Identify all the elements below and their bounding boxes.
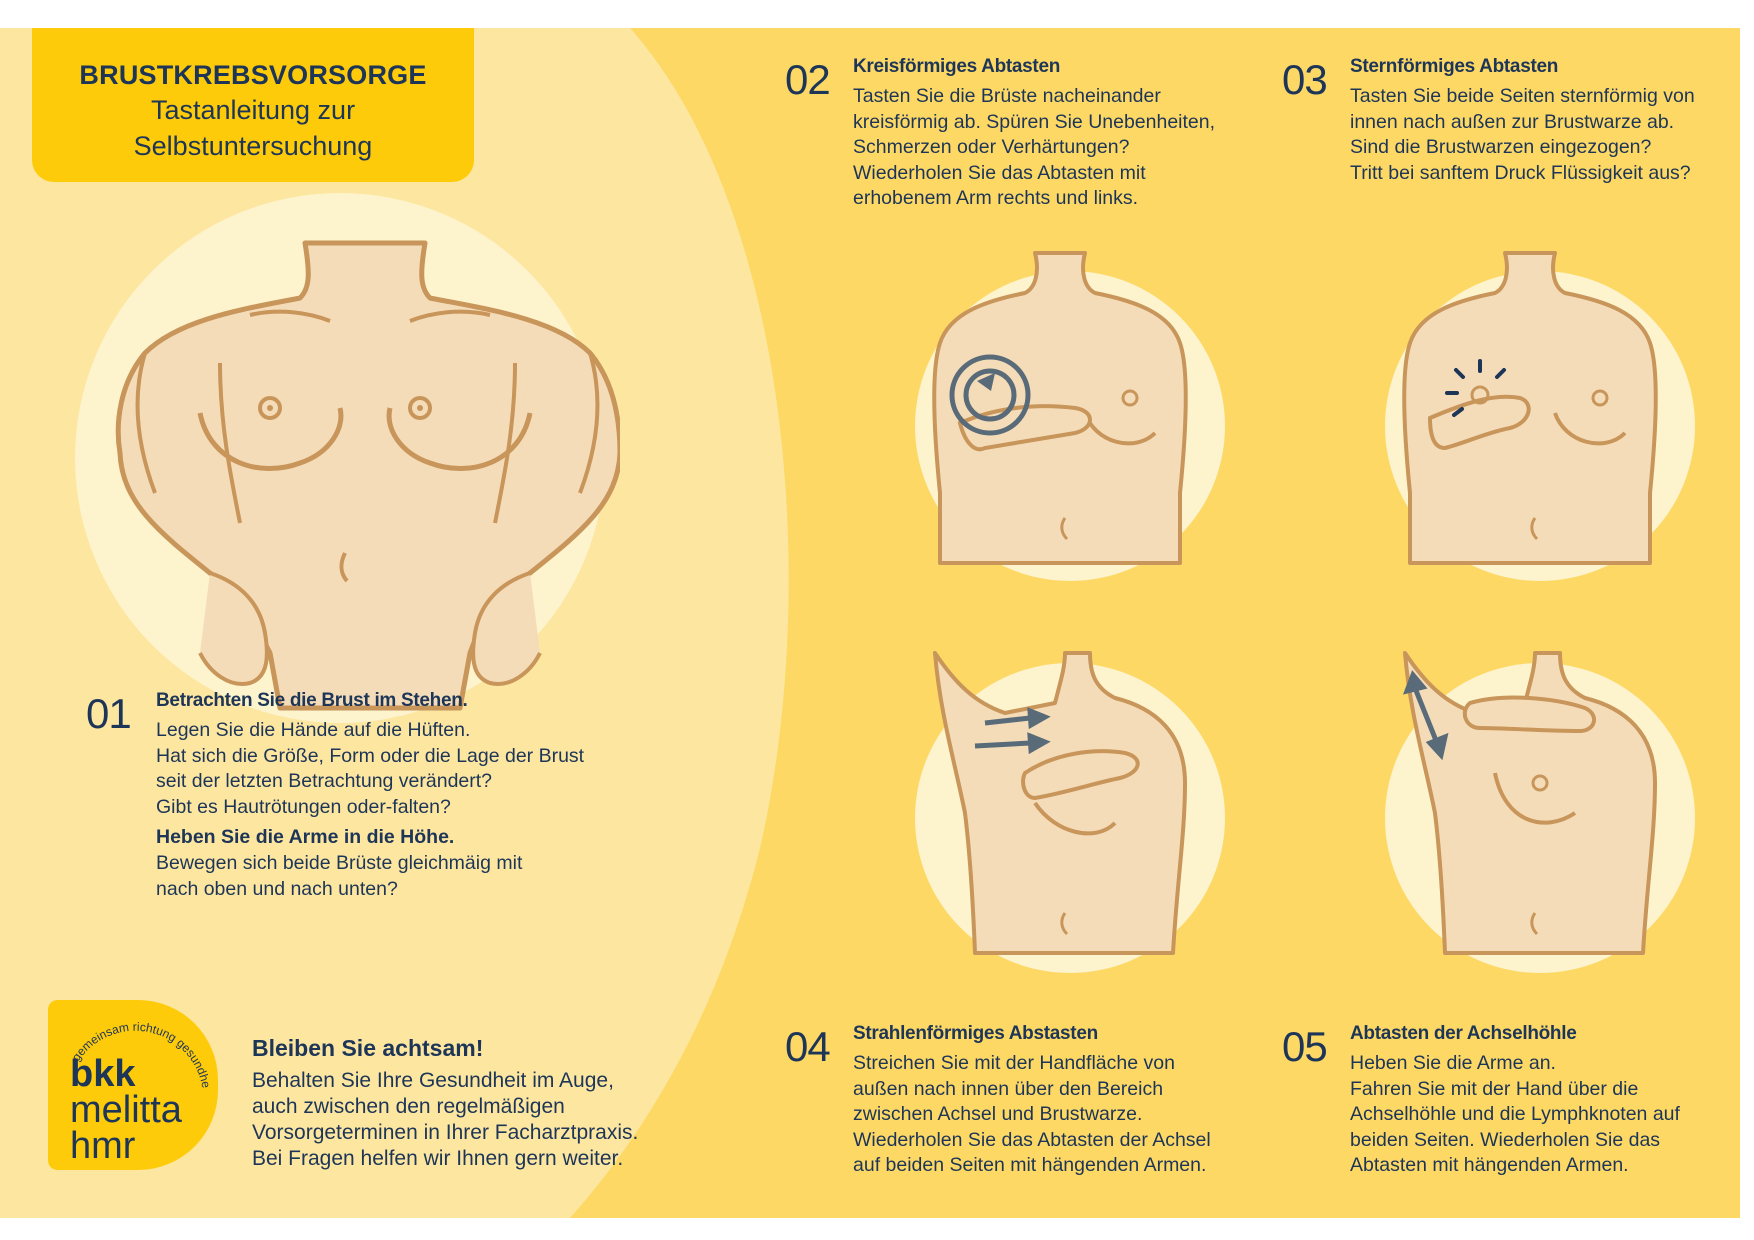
reminder-text: Behalten Sie Ihre Gesundheit im Auge,: [252, 1069, 614, 1092]
nipple: [1531, 774, 1549, 792]
navel: [1530, 517, 1539, 541]
reminder-text: auch zwischen den regelmäßigen: [252, 1095, 565, 1118]
hand: [1462, 695, 1596, 734]
step-number: 05: [1282, 1023, 1328, 1070]
poster: BRUSTKREBSVORSORGE Tastanleitung zur Sel…: [0, 28, 1740, 1218]
step-text: Achselhöhle und die Lymphknoten auf: [1350, 1103, 1680, 1125]
logo-text-melitta: melitta: [70, 1089, 183, 1131]
figure-02-illustration: [932, 251, 1188, 565]
torso-body: [933, 651, 1187, 955]
navel: [1530, 912, 1539, 936]
navel: [1060, 517, 1069, 541]
hand-left: [198, 571, 269, 686]
reminder-heading: Bleiben Sie achtsam!: [252, 1035, 484, 1061]
breast-right: [386, 407, 533, 472]
step-text: Legen Sie die Hände auf die Hüften.: [156, 719, 471, 741]
circle-arrow-inner-icon: [963, 368, 1017, 422]
step-heading: Abtasten der Achselhöhle: [1350, 1023, 1577, 1044]
step-text: Hat sich die Größe, Form oder die Lage d…: [156, 744, 585, 767]
step-subheading: Heben Sie die Arme in die Höhe.: [156, 826, 455, 848]
step-text: außen nach innen über den Bereich: [853, 1077, 1164, 1100]
bkk-melitta-hmr-logo: gemeinsam richtung gesundheit bkk melitt…: [48, 1000, 218, 1170]
step-text: Bewegen sich beide Brüste gleichmäig mit: [156, 852, 523, 874]
up-down-arrow-icon: [1402, 670, 1449, 761]
step-text: zwischen Achsel und Brustwarze.: [853, 1103, 1143, 1125]
step-body: Strahlenförmiges Abstasten Streichen Sie…: [853, 1023, 1211, 1179]
step-text: Tritt bei sanftem Druck Flüssigkeit aus?: [1350, 161, 1691, 184]
arm-line-left: [135, 352, 157, 494]
nipple-right: [408, 396, 432, 420]
step-text: kreisförmig ab. Spüren Sie Unebenheiten,: [853, 110, 1216, 133]
step-body: Sternförmiges Abtasten Tasten Sie beide …: [1350, 56, 1695, 186]
navel: [1060, 912, 1069, 936]
title-box: BRUSTKREBSVORSORGE Tastanleitung zur Sel…: [32, 28, 474, 182]
figure-03-illustration: [1402, 251, 1658, 565]
figure-04-illustration: [933, 651, 1187, 955]
breast: [1493, 772, 1577, 825]
collarbone-left: [249, 309, 331, 323]
step-text: erhobenem Arm rechts und links.: [853, 187, 1139, 209]
side-line-right: [493, 362, 517, 524]
nipple-right: [1121, 389, 1139, 407]
arm-line-right: [578, 352, 600, 494]
step-text: Sind die Brustwarzen eingezogen?: [1350, 136, 1652, 158]
step-text: auf beiden Seiten mit hängenden Armen.: [853, 1154, 1207, 1176]
step-text: Gibt es Hautrötungen oder-falten?: [156, 795, 451, 818]
reminder-block: Bleiben Sie achtsam! Behalten Sie Ihre G…: [252, 1035, 638, 1172]
reminder-text: Vorsorgeterminen in Ihrer Facharztpraxis…: [252, 1121, 639, 1144]
radial-arrows-icon: [974, 707, 1051, 755]
step-number: 01: [86, 690, 132, 737]
step-text: beiden Seiten. Wiederholen Sie das: [1350, 1128, 1661, 1151]
step-body: Kreisförmiges Abtasten Tasten Sie die Br…: [853, 56, 1215, 212]
torso-body: [115, 240, 620, 711]
step-text: Streichen Sie mit der Handfläche von: [853, 1052, 1175, 1074]
step-body: Betrachten Sie die Brust im Stehen. Lege…: [156, 690, 584, 902]
step-text: Heben Sie die Arme an.: [1350, 1052, 1556, 1074]
step-text: Abtasten mit hängenden Armen.: [1350, 1154, 1629, 1176]
step-number: 02: [785, 56, 831, 103]
step-heading: Kreisförmiges Abtasten: [853, 56, 1061, 77]
step-text: Wiederholen Sie das Abtasten mit: [853, 161, 1146, 184]
side-line-left: [218, 362, 242, 524]
nipple-left: [258, 396, 282, 420]
step-text: Fahren Sie mit der Hand über die: [1350, 1077, 1639, 1100]
page-title: BRUSTKREBSVORSORGE: [79, 60, 427, 90]
navel: [339, 552, 349, 583]
step-text: innen nach außen zur Brustwarze ab.: [1350, 110, 1675, 133]
arrow-head-icon: [977, 373, 995, 391]
step-body: Abtasten der Achselhöhle Heben Sie die A…: [1350, 1023, 1680, 1179]
breast: [1033, 801, 1117, 836]
hand: [1427, 394, 1531, 451]
step-heading: Betrachten Sie die Brust im Stehen.: [156, 690, 468, 711]
logo-text-bkk: bkk: [70, 1053, 136, 1095]
circle-arrow-outer-icon: [949, 354, 1031, 436]
logo-badge: [48, 1000, 218, 1170]
collarbone-right: [409, 309, 491, 323]
star-rays-icon: [1445, 359, 1506, 417]
step-text: seit der letzten Betrachtung verändert?: [156, 770, 493, 792]
step-number: 03: [1282, 56, 1328, 103]
step-text: Tasten Sie beide Seiten sternförmig von: [1350, 85, 1695, 107]
step-heading: Strahlenförmiges Abstasten: [853, 1023, 1098, 1044]
step-number: 04: [785, 1023, 831, 1070]
nipple-right: [1591, 389, 1609, 407]
figure-05-illustration: [1402, 651, 1657, 955]
logo-text-hmr: hmr: [70, 1125, 136, 1167]
step-heading: Sternförmiges Abtasten: [1350, 56, 1559, 77]
breast-right: [1553, 412, 1627, 446]
nipple-left: [1470, 385, 1490, 405]
figure-01-torso-illustration: [115, 240, 620, 711]
hand: [1021, 749, 1140, 801]
step-text: Wiederholen Sie das Abtasten der Achsel: [853, 1128, 1211, 1151]
hand-right: [471, 571, 542, 686]
breast-left: [197, 407, 344, 472]
step-text: Schmerzen oder Verhärtungen?: [853, 136, 1130, 158]
step-text: Tasten Sie die Brüste nacheinander: [853, 85, 1161, 107]
page-subtitle-line1: Tastanleitung zur: [150, 95, 356, 125]
step-text: nach oben und nach unten?: [156, 877, 398, 900]
reminder-text: Bei Fragen helfen wir Ihnen gern weiter.: [252, 1147, 624, 1170]
page-subtitle-line2: Selbstuntersuchung: [133, 131, 373, 161]
